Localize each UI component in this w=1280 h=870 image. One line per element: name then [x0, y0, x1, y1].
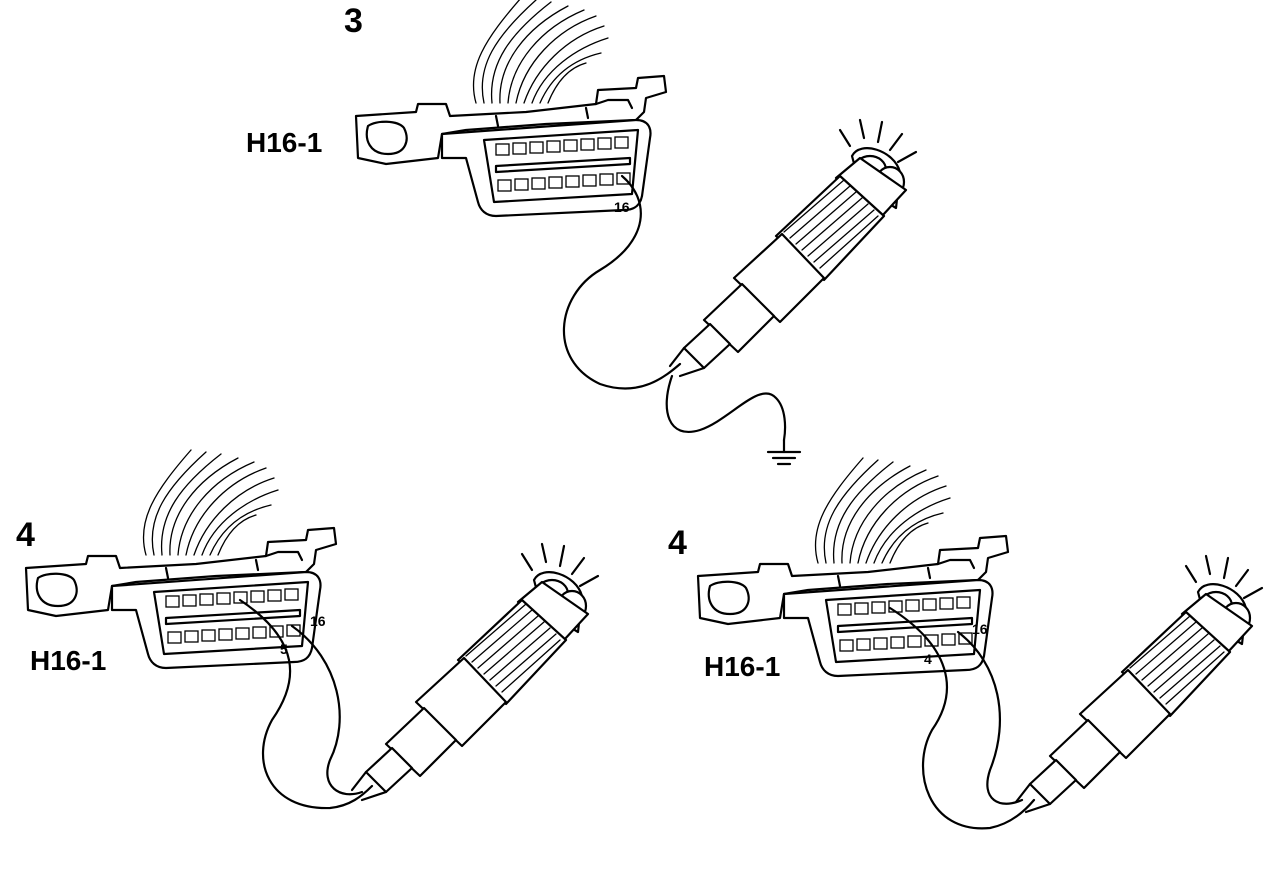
pin-label: 16 — [614, 199, 630, 215]
pin-label: 16 — [310, 613, 326, 629]
test-lead-pin-16 — [956, 630, 1024, 805]
pin-label: 16 — [972, 621, 988, 637]
step-number: 3 — [344, 2, 363, 40]
ground-lead — [665, 374, 787, 442]
test-lamp-probe — [350, 542, 600, 802]
panel-step-4-right: 4 H16-1 16 4 — [668, 456, 1264, 830]
ground-icon — [766, 438, 802, 466]
test-lamp-probe — [668, 118, 918, 378]
test-lamp-probe — [1014, 554, 1264, 814]
test-lead-pin-16 — [290, 624, 364, 796]
connector-label: H16-1 — [704, 651, 780, 682]
connector-label: H16-1 — [30, 645, 106, 676]
obd-connector — [354, 0, 668, 218]
test-lead — [562, 174, 682, 390]
pin-label: 4 — [924, 651, 932, 667]
step-number: 4 — [16, 516, 35, 554]
obd-connector — [24, 448, 338, 670]
step-number: 4 — [668, 524, 687, 562]
obd-connector — [696, 456, 1010, 678]
connector-label: H16-1 — [246, 127, 322, 158]
test-lead-pin-5 — [238, 598, 374, 810]
panel-step-4-left: 4 H16-1 16 5 — [16, 448, 600, 810]
pin-label: 5 — [280, 641, 288, 657]
panel-step-3: 3 H16-1 16 — [246, 0, 918, 466]
test-lead-pin-4 — [888, 606, 1036, 830]
